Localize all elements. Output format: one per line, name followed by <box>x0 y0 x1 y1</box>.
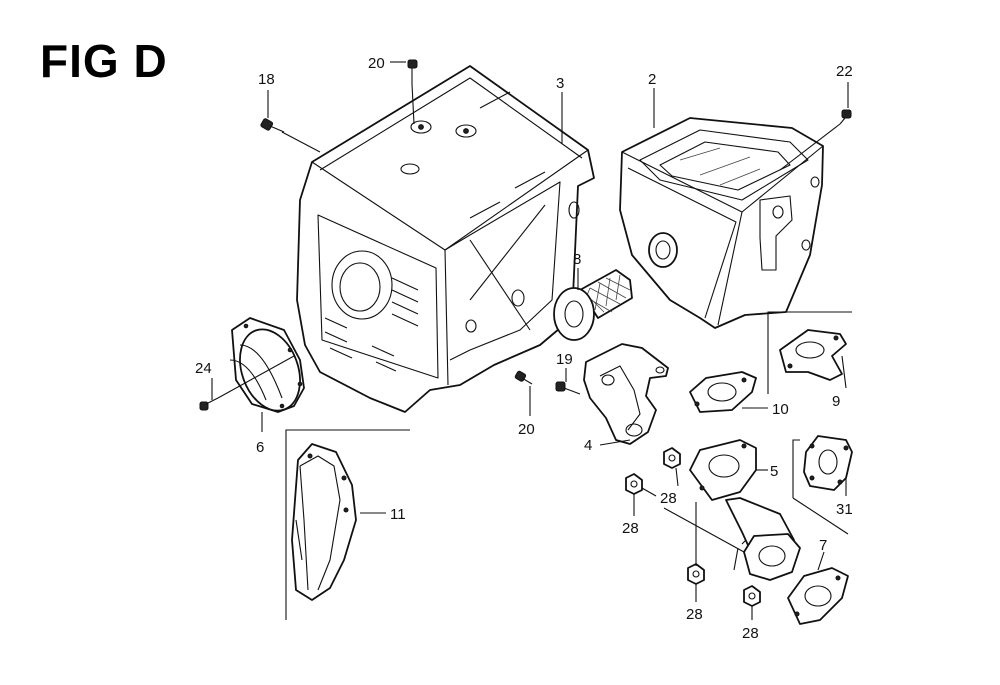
part-6-cover <box>229 317 305 413</box>
callout-labels: 18 20 3 2 22 8 24 6 11 19 20 4 10 9 5 28… <box>195 55 853 642</box>
fasteners <box>199 59 852 607</box>
bolt-22 <box>839 109 852 125</box>
bolt-19 <box>555 381 581 395</box>
callout-3: 3 <box>556 75 564 92</box>
callout-18: 18 <box>258 71 275 88</box>
callout-19: 19 <box>556 351 573 368</box>
nut-28-a <box>663 447 681 469</box>
callout-28-c: 28 <box>686 606 703 623</box>
callout-4: 4 <box>584 437 592 454</box>
bolt-24 <box>199 397 219 411</box>
callout-10: 10 <box>772 401 789 418</box>
callout-7: 7 <box>819 537 827 554</box>
bolt-20-top <box>407 59 418 84</box>
callout-20-top: 20 <box>368 55 385 72</box>
figure-title: FIG D <box>40 35 168 87</box>
callout-28-b: 28 <box>622 520 639 537</box>
callout-11: 11 <box>390 506 406 523</box>
callout-31: 31 <box>836 501 853 518</box>
callout-28-d: 28 <box>742 625 759 642</box>
callout-22: 22 <box>836 63 853 80</box>
callout-24: 24 <box>195 360 212 377</box>
nut-28-c <box>687 563 705 585</box>
callout-2: 2 <box>648 71 656 88</box>
part-11-cover-plate <box>285 429 410 620</box>
part-4-bracket <box>583 343 669 445</box>
part-5-exhaust-pipe <box>689 439 801 581</box>
part-9-gasket <box>767 311 852 394</box>
callout-28-a: 28 <box>660 490 677 507</box>
callout-6: 6 <box>256 439 264 456</box>
leader-lines <box>211 61 849 620</box>
bolt-20-lower <box>514 370 533 385</box>
part-31-gasket <box>792 435 853 535</box>
part-2-muffler <box>619 117 824 329</box>
bolt-18 <box>260 118 285 133</box>
part-8-spark-arrester <box>553 269 633 341</box>
callout-8: 8 <box>573 251 581 268</box>
callout-9: 9 <box>832 393 840 410</box>
callout-5: 5 <box>770 463 778 480</box>
nut-28-b <box>625 473 643 495</box>
callout-20-lower: 20 <box>518 421 535 438</box>
part-7-gasket <box>787 567 849 625</box>
part-10-gasket <box>689 371 757 413</box>
nut-28-d <box>743 585 761 607</box>
part-3-muffler-protector <box>296 65 595 413</box>
